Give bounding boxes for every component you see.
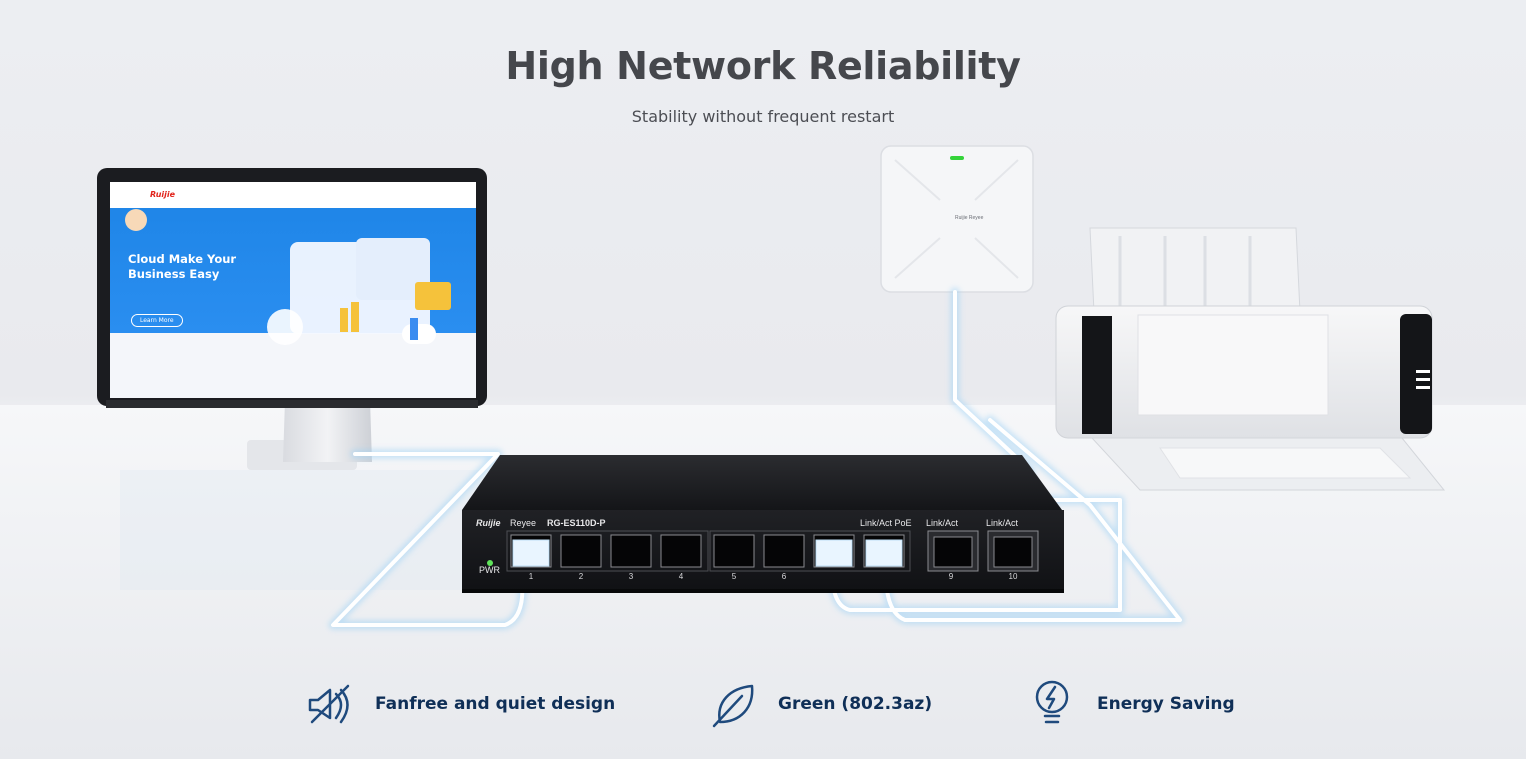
page-subtitle: Stability without frequent restart (631, 107, 895, 126)
feature-energy-saving: Energy Saving (1034, 676, 1235, 732)
website-headline: Cloud Make Your Business Easy (128, 252, 237, 281)
switch-brand: Ruijie (476, 518, 501, 528)
access-point: Ruijie Reyee (880, 145, 1034, 293)
port-label-2: 2 (578, 572, 584, 581)
website-logo: Ruijie (150, 190, 176, 199)
leaf-icon (712, 684, 754, 728)
svg-text:Ruijie Reyee: Ruijie Reyee (955, 215, 984, 221)
feature-list: Fanfree and quiet design Green (802.3az)… (0, 676, 1526, 736)
port-label-3: 3 (628, 572, 634, 581)
port-label-10: 10 (1008, 572, 1018, 581)
learn-more-button[interactable]: Learn More (131, 314, 183, 327)
port10-link-label: Link/Act (986, 518, 1019, 528)
feature-label: Green (802.3az) (778, 694, 933, 714)
network-switch (462, 455, 1064, 593)
port-label-9: 9 (948, 572, 954, 581)
fan-muted-icon (308, 684, 350, 724)
lightbulb-bolt-icon (1035, 680, 1069, 724)
port-label-4: 4 (678, 572, 684, 581)
feature-fanfree: Fanfree and quiet design (306, 676, 615, 732)
power-label: PWR (479, 565, 500, 575)
switch-sub-brand: Reyee (510, 518, 537, 528)
feature-green: Green (802.3az) (712, 676, 932, 732)
port-label-5: 5 (731, 572, 737, 581)
link-act-poe-label: Link/Act PoE (860, 518, 912, 528)
page-title: High Network Reliability (505, 44, 1021, 88)
feature-label: Energy Saving (1097, 694, 1235, 714)
port-label-1: 1 (528, 572, 534, 581)
website-illustration (125, 209, 451, 345)
port9-link-label: Link/Act (926, 518, 959, 528)
printer (1055, 227, 1446, 491)
port-label-6: 6 (781, 572, 787, 581)
monitor-screen: Ruijie Cloud Make Your Business Easy Lea… (110, 182, 476, 398)
switch-ports (510, 530, 1039, 572)
feature-label: Fanfree and quiet design (375, 694, 616, 714)
website-header (110, 182, 476, 208)
switch-model: RG-ES110D-P (547, 518, 606, 528)
